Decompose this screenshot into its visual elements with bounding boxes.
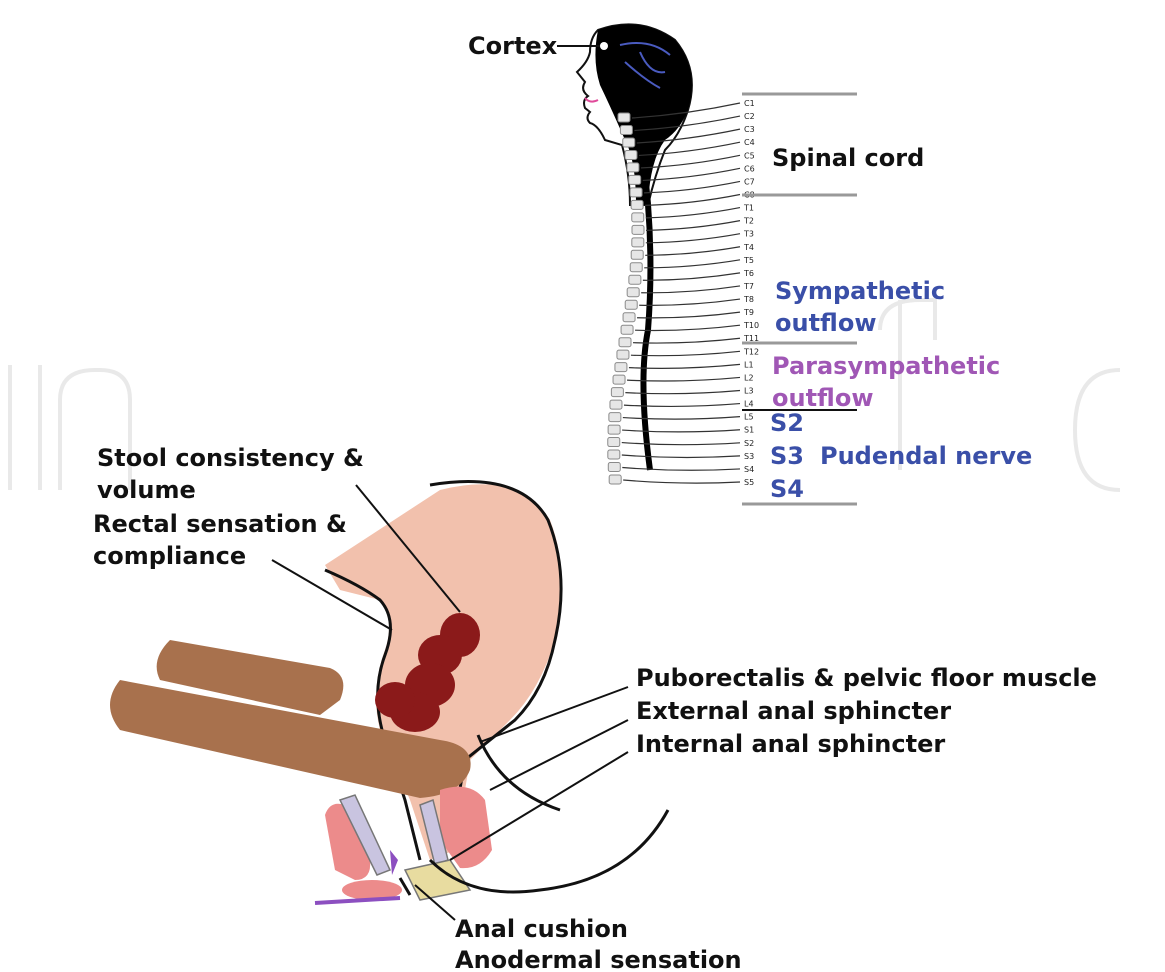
vertebra <box>609 413 621 422</box>
vertebra <box>625 300 637 309</box>
vertebra <box>623 313 635 322</box>
segment-label-l2: L2 <box>744 373 754 382</box>
segment-label-c7: C7 <box>744 177 755 186</box>
spinal-cord-label: Spinal cord <box>772 142 924 174</box>
nerve-root-t3 <box>646 234 740 243</box>
vertebra <box>630 188 642 197</box>
vertebra <box>630 263 642 272</box>
rectal-label-line2: compliance <box>93 540 246 572</box>
vertebra <box>632 238 644 247</box>
vertebra <box>611 388 623 397</box>
segment-label-s5: S5 <box>744 478 754 487</box>
segment-label-c1: C1 <box>744 99 755 108</box>
sympathetic-label-line2: outflow <box>775 307 877 339</box>
segment-label-c2: C2 <box>744 112 755 121</box>
segment-label-s1: S1 <box>744 426 754 435</box>
segment-label-t7: T7 <box>743 282 754 291</box>
internal-sphincter-label: Internal anal sphincter <box>636 728 945 760</box>
stool-label-line2: volume <box>97 474 196 506</box>
nerve-root-t9 <box>637 312 740 318</box>
segment-label-s4: S4 <box>744 465 754 474</box>
nerve-root-t6 <box>643 273 740 280</box>
vertebra <box>615 363 627 372</box>
segment-label-t3: T3 <box>743 230 754 239</box>
nerve-root-s3 <box>622 455 740 457</box>
segment-label-l4: L4 <box>744 400 754 409</box>
vertebra <box>619 338 631 347</box>
segment-label-t9: T9 <box>743 308 754 317</box>
nerve-root-c8 <box>645 194 740 205</box>
segment-label-t12: T12 <box>743 347 759 356</box>
segment-label-t10: T10 <box>743 321 759 330</box>
vertebra <box>617 350 629 359</box>
vertebra <box>632 225 644 234</box>
segment-label-s3: S3 <box>744 452 754 461</box>
s3-label: S3 <box>770 440 804 472</box>
sphincters <box>315 787 492 903</box>
cortex-label: Cortex <box>468 30 557 62</box>
segment-label-t4: T4 <box>743 243 754 252</box>
s4-label: S4 <box>770 473 804 505</box>
vertebra <box>625 150 637 159</box>
nerve-root-s4 <box>622 468 740 471</box>
vertebra <box>627 163 639 172</box>
segment-label-l3: L3 <box>744 387 754 396</box>
vertebra <box>629 175 641 184</box>
segment-label-t1: T1 <box>743 204 754 213</box>
stool-label-line1: Stool consistency & <box>97 442 364 474</box>
vertebra <box>608 425 620 434</box>
nerve-root-t4 <box>645 247 740 256</box>
vertebra <box>608 450 620 459</box>
anal-cushion-label: Anal cushion <box>455 913 628 945</box>
cortex-dot <box>600 42 608 50</box>
nerve-root-t5 <box>644 260 740 268</box>
anodermal-sensation-label: Anodermal sensation <box>455 944 742 972</box>
segment-label-c5: C5 <box>744 151 755 160</box>
segment-label-t2: T2 <box>743 217 754 226</box>
external-sphincter-label: External anal sphincter <box>636 695 951 727</box>
nerve-root-t2 <box>646 221 740 231</box>
vertebra <box>632 213 644 222</box>
nerve-root-s1 <box>622 430 740 432</box>
pudendal-nerve-label: Pudendal nerve <box>820 440 1032 472</box>
nerve-root-l5 <box>623 417 740 419</box>
segment-label-c3: C3 <box>744 125 755 134</box>
nerve-root-c7 <box>644 181 740 192</box>
vertebra <box>618 113 630 122</box>
puborectalis-label: Puborectalis & pelvic floor muscle <box>636 662 1097 694</box>
nerve-root-s2 <box>622 443 740 445</box>
segment-label-l1: L1 <box>744 360 754 369</box>
segment-label-t8: T8 <box>743 295 754 304</box>
s2-label: S2 <box>770 407 804 439</box>
segment-label-l5: L5 <box>744 413 754 422</box>
nerve-root-s5 <box>623 480 740 483</box>
vertebra <box>621 325 633 334</box>
vertebra <box>631 250 643 259</box>
segment-label-s2: S2 <box>744 439 754 448</box>
vertebra <box>608 438 620 447</box>
rectal-label-line1: Rectal sensation & <box>93 508 347 540</box>
sympathetic-label-line1: Sympathetic <box>775 275 945 307</box>
segment-label-c4: C4 <box>744 138 755 147</box>
vertebra <box>608 463 620 472</box>
nerve-root-t7 <box>641 286 740 293</box>
segment-label-t6: T6 <box>743 269 754 278</box>
spinal-column <box>608 113 644 484</box>
segment-label-c6: C6 <box>744 164 755 173</box>
nerve-root-t8 <box>639 299 740 305</box>
vertebra <box>631 200 643 209</box>
nerve-root-t1 <box>646 208 740 218</box>
vertebra <box>629 275 641 284</box>
vertebra <box>609 475 621 484</box>
vertebra <box>620 125 632 134</box>
parasympathetic-label-line1: Parasympathetic <box>772 350 1000 382</box>
vertebra <box>627 288 639 297</box>
segment-label-t5: T5 <box>743 256 754 265</box>
vertebra <box>613 375 625 384</box>
vertebra <box>610 400 622 409</box>
vertebra <box>623 138 635 147</box>
